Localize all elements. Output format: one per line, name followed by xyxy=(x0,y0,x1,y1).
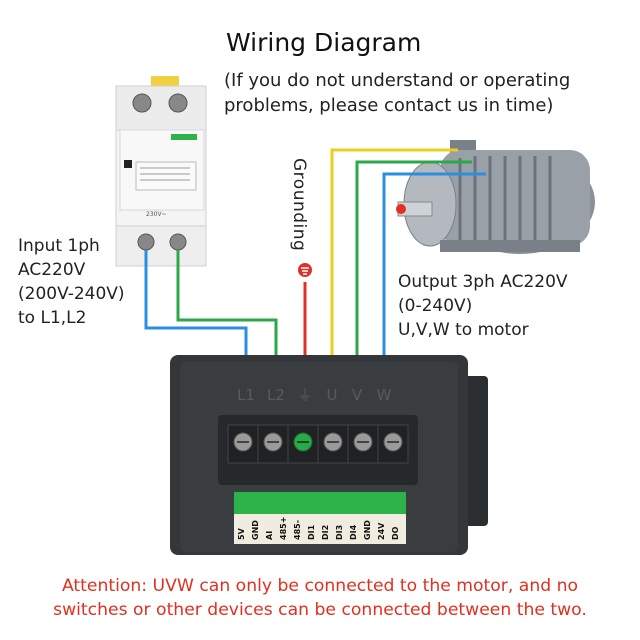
input-label-line: Input 1ph xyxy=(18,236,100,256)
wire-w xyxy=(382,172,486,384)
contact-note: (If you do not understand or operating p… xyxy=(224,68,570,118)
terminal-label-v: V xyxy=(352,386,363,404)
terminal-label-ground: ⏚ xyxy=(297,386,312,404)
pin-label: DO xyxy=(391,526,400,540)
breaker-rating: 230V~ xyxy=(146,211,167,218)
ground-symbol xyxy=(298,263,312,277)
output-label-line: U,V,W to motor xyxy=(398,320,529,340)
attention-line: Attention: UVW can only be connected to … xyxy=(61,576,579,596)
terminal-label-w: W xyxy=(377,386,392,404)
terminal-label-l1: L1 xyxy=(237,386,255,404)
wire-u xyxy=(330,148,458,384)
wire-l2 xyxy=(176,250,278,384)
output-label-line: Output 3ph AC220V xyxy=(398,272,568,292)
terminal-labels: L1 L2 ⏚ U V W xyxy=(237,386,392,404)
pin-label: DI2 xyxy=(321,525,330,540)
pin-label: GND xyxy=(251,520,260,540)
pin-label: 24V xyxy=(377,522,386,540)
output-label-line: (0-240V) xyxy=(398,296,473,316)
pin-label: GND xyxy=(363,520,372,540)
control-connector xyxy=(234,492,406,514)
input-label-line: AC220V xyxy=(18,260,86,280)
terminal-label-u: U xyxy=(327,386,338,404)
pin-label: DI1 xyxy=(307,524,316,540)
contact-note-line: (If you do not understand or operating xyxy=(224,70,571,91)
contact-note-line: problems, please contact us in time) xyxy=(224,95,554,116)
input-label-line: to L1,L2 xyxy=(18,308,87,328)
pin-label: DI4 xyxy=(349,524,358,540)
pin-label: 485+ xyxy=(279,517,288,540)
pin-label: DI3 xyxy=(335,525,344,540)
wire-v xyxy=(355,160,472,384)
terminal-block xyxy=(227,424,409,464)
input-label-line: (200V-240V) xyxy=(18,284,125,304)
output-label: Output 3ph AC220V (0-240V) U,V,W to moto… xyxy=(398,270,568,342)
pin-label: 485- xyxy=(293,520,302,540)
diagram-title: Wiring Diagram xyxy=(226,28,422,57)
terminal-label-l2: L2 xyxy=(267,386,285,404)
pin-label: 5V xyxy=(237,527,246,540)
attention-note: Attention: UVW can only be connected to … xyxy=(0,574,640,622)
motor xyxy=(396,140,595,254)
pin-label: AI xyxy=(265,531,274,540)
controller-unit: L1 L2 ⏚ U V W 5V GND AI 485+ 485- DI1 DI… xyxy=(170,355,488,555)
attention-line: switches or other devices can be connect… xyxy=(53,600,587,620)
control-pin-labels: 5V GND AI 485+ 485- DI1 DI2 DI3 DI4 GND … xyxy=(237,517,400,540)
circuit-breaker: 230V~ xyxy=(115,76,207,267)
grounding-label: Grounding xyxy=(289,158,309,252)
control-pin-strip xyxy=(234,514,406,544)
input-label: Input 1ph AC220V (200V-240V) to L1,L2 xyxy=(18,234,125,330)
